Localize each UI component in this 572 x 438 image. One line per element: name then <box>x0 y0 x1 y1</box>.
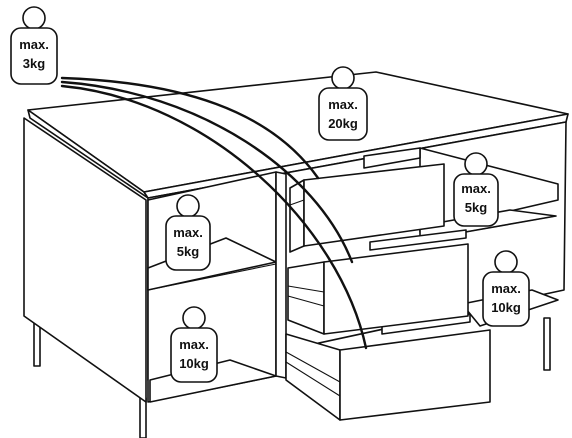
load-arrows <box>60 76 368 350</box>
drawer-middle-rail-b <box>287 295 325 307</box>
drawer-middle <box>287 243 469 335</box>
weight-label-line1: max. <box>328 97 358 112</box>
weight-label-line2: 5kg <box>177 244 199 259</box>
weight-body <box>170 327 218 383</box>
weight-label-line2: 10kg <box>491 300 521 315</box>
weight-knob <box>22 6 46 30</box>
weight-label-line1: max. <box>19 37 49 52</box>
weight-label-line2: 3kg <box>23 56 45 71</box>
weight-right-shelf: max. 5kg <box>453 152 499 227</box>
weight-label-line2: 20kg <box>328 116 358 131</box>
weight-knob <box>176 194 200 218</box>
weight-body <box>453 173 499 227</box>
weight-label-line1: max. <box>491 281 521 296</box>
drawer-bottom-rail-a <box>285 351 341 383</box>
weight-knob <box>331 66 355 90</box>
weight-knob <box>464 152 488 176</box>
arrow-to-top-drawer <box>60 76 320 180</box>
rail-middle <box>369 229 467 251</box>
drawer-middle-front <box>323 243 469 335</box>
weight-knob <box>182 306 206 330</box>
drawer-middle-rail-a <box>287 285 325 293</box>
middle-divider <box>275 171 287 379</box>
weight-label-line2: 10kg <box>179 356 209 371</box>
leg-front-middle <box>139 397 147 438</box>
weight-body <box>10 27 58 85</box>
weight-label-line2: 5kg <box>465 200 487 215</box>
weight-label-line1: max. <box>461 181 491 196</box>
drawer-top-rail <box>289 199 305 206</box>
arrow-to-middle-drawer <box>60 80 354 264</box>
drawer-bottom-front <box>339 329 491 421</box>
weight-left-bottom: max. 10kg <box>170 306 218 383</box>
drawer-bottom-rail-b <box>285 361 341 397</box>
weight-body <box>165 215 211 271</box>
weight-top-loose: max. 3kg <box>10 6 58 85</box>
weight-left-shelf: max. 5kg <box>165 194 211 271</box>
arrow-to-bottom-drawer <box>60 84 368 350</box>
left-side-panel <box>23 117 147 403</box>
weight-label-line1: max. <box>173 225 203 240</box>
drawer-bottom <box>285 329 491 421</box>
weight-top-surface: max. 20kg <box>318 66 368 141</box>
weight-label-line1: max. <box>179 337 209 352</box>
weight-knob <box>494 250 518 274</box>
rail-top <box>363 147 421 169</box>
drawer-top <box>289 163 445 253</box>
weight-right-bottom: max. 10kg <box>482 250 530 327</box>
weight-body <box>482 271 530 327</box>
weight-body <box>318 87 368 141</box>
leg-back-right <box>543 317 551 371</box>
left-shelf-edge <box>147 263 277 291</box>
